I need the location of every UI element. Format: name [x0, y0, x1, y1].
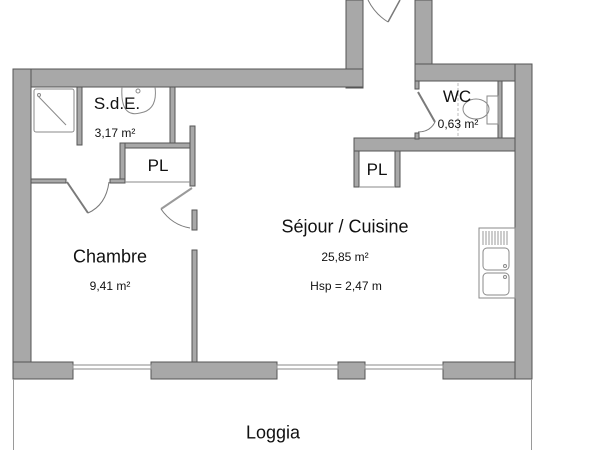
room-label-loggia: Loggia: [245, 422, 301, 443]
loggia-outline: [13, 379, 532, 450]
chambre-door-icon: [66, 181, 110, 214]
room-label-pl2: PL: [366, 160, 388, 179]
wc-door-icon: [417, 91, 436, 133]
entry-door-icon: [367, 0, 401, 23]
sejour-door-icon: [160, 187, 193, 229]
room-area-chambre: 9,41 m²: [89, 279, 131, 293]
room-label-sejour: Séjour / Cuisine: [281, 216, 409, 237]
shower-icon: [33, 88, 75, 133]
room-label-pl1: PL: [147, 156, 169, 175]
room-area-wc: 0,63 m²: [437, 117, 479, 131]
exterior-walls: [12, 63, 533, 380]
interior-walls: [30, 80, 516, 363]
kitchen-sink-icon: [478, 227, 516, 299]
room-label-sde: S.d.E.: [93, 94, 141, 113]
room-area-sejour: 25,85 m²: [321, 250, 369, 264]
washbasin-icon: [121, 86, 156, 115]
room-label-chambre: Chambre: [72, 246, 148, 267]
room-area-sde: 3,17 m²: [94, 126, 136, 140]
ceiling-height: Hsp = 2,47 m: [310, 279, 382, 293]
toilet-icon: [457, 83, 499, 136]
windows: [72, 364, 444, 370]
room-label-wc: WC: [442, 87, 472, 106]
entry-corridor-walls: [345, 0, 533, 89]
